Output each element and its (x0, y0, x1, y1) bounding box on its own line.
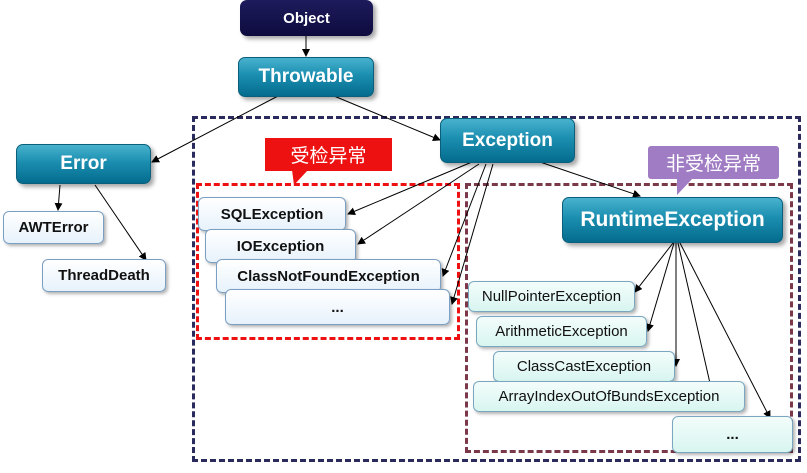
node-throwable[interactable]: Throwable (238, 57, 374, 97)
node-runtime-exception[interactable]: RuntimeException (562, 197, 783, 243)
node-exception[interactable]: Exception (440, 118, 575, 163)
node-object[interactable]: Object (240, 0, 373, 36)
node-class-cast-exception[interactable]: ClassCastException (493, 351, 675, 382)
node-array-index-exception[interactable]: ArrayIndexOutOfBundsException (473, 381, 745, 412)
unchecked-callout-label: 非受检异常 (665, 153, 761, 175)
node-null-pointer-exception[interactable]: NullPointerException (468, 281, 635, 312)
node-error[interactable]: Error (16, 144, 151, 184)
edge-error-awterror (54, 184, 63, 211)
checked-callout-label: 受检异常 (290, 145, 367, 167)
checked-callout-pointer (265, 138, 392, 185)
node-class-not-found-exception[interactable]: ClassNotFoundException (216, 259, 441, 293)
node-sql-exception[interactable]: SQLException (198, 197, 346, 231)
node-thread-death[interactable]: ThreadDeath (42, 259, 166, 292)
node-unchecked-more[interactable]: ... (672, 416, 793, 453)
unchecked-callout-pointer (648, 146, 779, 195)
node-awt-error[interactable]: AWTError (3, 211, 104, 244)
node-checked-more[interactable]: ... (225, 289, 450, 325)
exception-group-frame (192, 116, 801, 462)
node-arithmetic-exception[interactable]: ArithmeticException (476, 316, 647, 347)
node-io-exception[interactable]: IOException (205, 229, 356, 263)
